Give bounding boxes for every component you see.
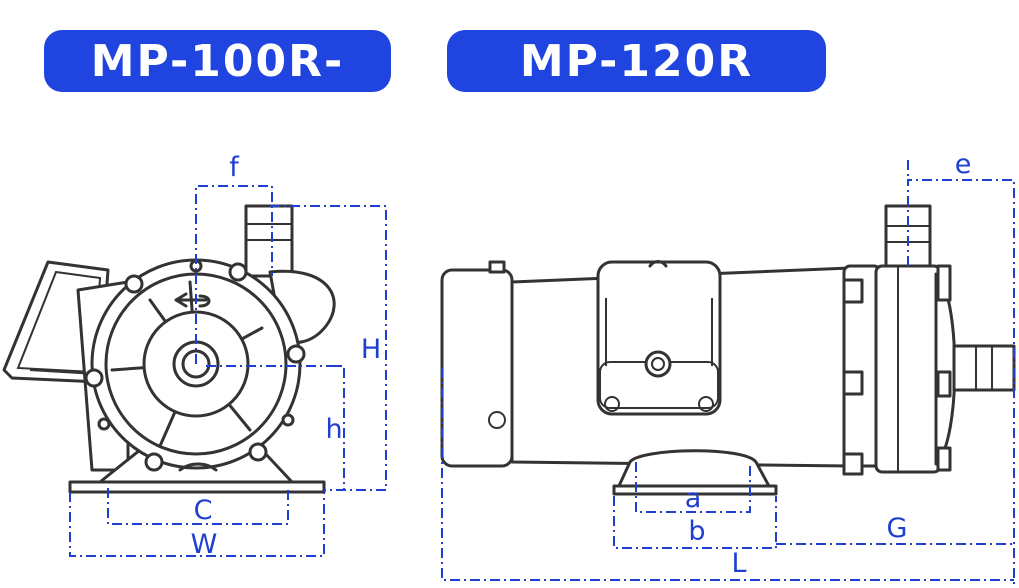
dim-label-H: H bbox=[361, 334, 381, 365]
suction-nozzle-side bbox=[952, 344, 1016, 392]
front-view-pump bbox=[2, 204, 336, 494]
motor-fan-cover bbox=[440, 268, 514, 468]
dim-label-h: h bbox=[325, 414, 342, 445]
model-title-mp-120r: MP-120R bbox=[447, 30, 826, 92]
dim-label-W: W bbox=[191, 529, 218, 560]
side-view-pump bbox=[440, 204, 1016, 496]
terminal-box-side bbox=[596, 260, 722, 416]
model-title-left-text: MP-100R- bbox=[90, 35, 345, 87]
casing-bolts bbox=[84, 259, 306, 472]
model-title-right-text: MP-120R bbox=[519, 35, 754, 87]
motor-foot bbox=[612, 449, 778, 496]
rotation-arrow-icon bbox=[174, 292, 211, 308]
dim-label-b: b bbox=[688, 516, 705, 547]
pump-bracket bbox=[842, 264, 942, 476]
dim-label-f: f bbox=[229, 152, 240, 183]
dim-label-e: e bbox=[955, 149, 972, 180]
model-title-mp-100r: MP-100R- bbox=[44, 30, 391, 92]
side-view-dimensions bbox=[441, 160, 1015, 588]
dim-label-G: G bbox=[887, 513, 908, 544]
dim-label-L: L bbox=[731, 548, 746, 579]
dim-label-a: a bbox=[685, 483, 702, 514]
dim-label-C: C bbox=[194, 495, 213, 526]
front-view-dimensions bbox=[69, 185, 387, 557]
discharge-nozzle bbox=[244, 204, 336, 344]
pump-head bbox=[934, 264, 957, 472]
